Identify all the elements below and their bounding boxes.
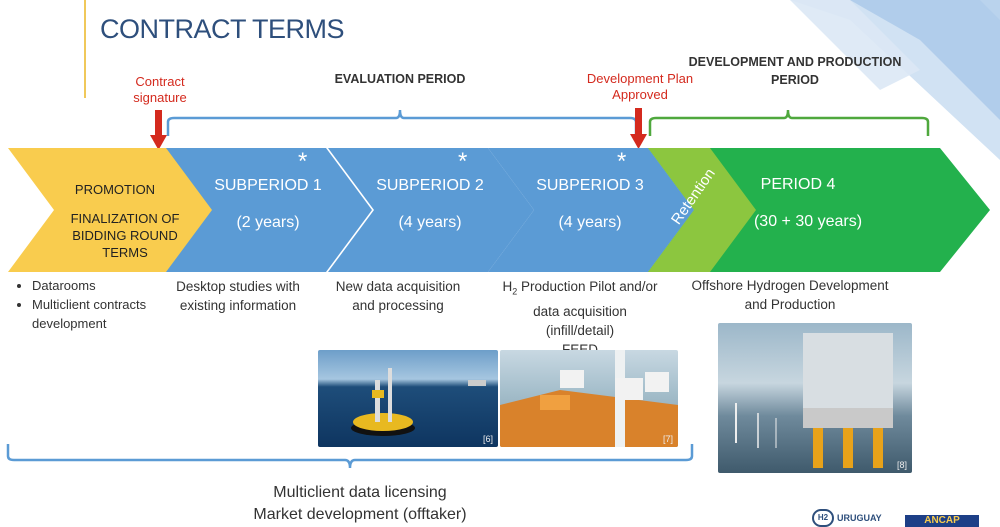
title-accent-line: [84, 0, 86, 98]
period4-chevron: [648, 148, 990, 272]
page-title: CONTRACT TERMS: [100, 14, 345, 44]
promotion-bullet: Datarooms: [32, 276, 158, 295]
subperiod1-label: SUBPERIOD 1: [214, 177, 322, 194]
development-bracket: [648, 109, 930, 136]
period4-label: PERIOD 4: [760, 176, 836, 193]
subperiod2-asterisk: *: [458, 148, 468, 175]
promotion-sub-label: FINALIZATION OF BIDDING ROUND TERMS: [70, 211, 180, 260]
development-plan-label: Development Plan Approved: [586, 71, 694, 102]
h2-logo-text: URUGUAY: [837, 513, 882, 523]
promotion-label: PROMOTION: [74, 182, 156, 197]
contract-signature-label: Contract signature: [133, 74, 187, 105]
subperiod2-description: New data acquisition and processing: [335, 279, 461, 313]
subperiod1-description: Desktop studies with existing informatio…: [176, 279, 300, 313]
subperiod3-chevron: [488, 148, 694, 272]
corner-decoration: [790, 0, 1000, 160]
retention-segment: [648, 148, 756, 272]
promotion-chevron: [8, 148, 214, 272]
subperiod2-chevron: [328, 148, 534, 272]
contract-signature-arrow-shaft: [155, 110, 162, 137]
evaluation-period-header: EVALUATION PERIOD: [334, 72, 466, 86]
bottom-line-licensing: Multiclient data licensing: [273, 484, 447, 501]
bottom-bracket: [6, 444, 694, 469]
subperiod3-asterisk: *: [617, 148, 627, 175]
h2-uruguay-logo: H2 URUGUAY: [812, 509, 882, 527]
ancap-logo: ANCAP: [905, 515, 979, 527]
period4-description: Offshore Hydrogen Development and Produc…: [691, 278, 889, 312]
subperiod3-description: H2 Production Pilot and/or data acquisit…: [500, 277, 660, 359]
development-plan-arrow-head: [630, 134, 647, 149]
subperiod2-label: SUBPERIOD 2: [376, 177, 484, 194]
subperiod1-asterisk: *: [298, 148, 308, 175]
platform-illustration: [500, 350, 678, 447]
offshore-image-ref: [8]: [896, 460, 907, 470]
h2-icon: H2: [812, 509, 834, 527]
buoy-image: [6]: [318, 350, 498, 447]
buoy-illustration: [351, 368, 486, 436]
development-plan-arrow-shaft: [635, 108, 642, 136]
promotion-bullets: Datarooms Multiclient contracts developm…: [8, 276, 158, 333]
promotion-bullet: Multiclient contracts development: [32, 295, 158, 333]
contract-signature-arrow-head: [150, 135, 167, 150]
development-period-header-line2: PERIOD: [771, 73, 819, 87]
subperiod3-label: SUBPERIOD 3: [536, 177, 644, 194]
platform-image-ref: [7]: [662, 434, 673, 444]
period4-duration: (30 + 30 years): [753, 213, 863, 230]
evaluation-bracket: [166, 109, 638, 136]
offshore-image: [8]: [718, 323, 912, 473]
offshore-illustration: [735, 333, 893, 468]
platform-image: [7]: [500, 350, 678, 447]
subperiod1-duration: (2 years): [236, 214, 300, 231]
subperiod3-duration: (4 years): [558, 214, 622, 231]
ancap-logo-text: ANCAP: [924, 515, 960, 526]
subperiod1-chevron: [166, 148, 372, 272]
development-period-header-line1: DEVELOPMENT AND PRODUCTION: [688, 55, 902, 69]
bottom-line-market: Market development (offtaker): [253, 506, 467, 523]
subperiod2-duration: (4 years): [398, 214, 462, 231]
buoy-image-ref: [6]: [482, 434, 493, 444]
